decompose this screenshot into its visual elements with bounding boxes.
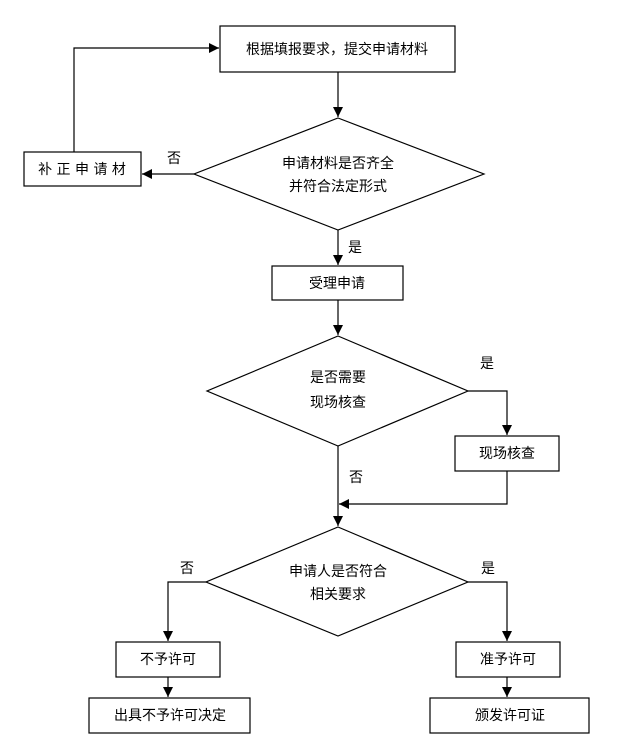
edge-label-qualify-yes: 是 [481, 561, 495, 577]
edge-supplement-loop [73, 43, 219, 152]
materials-decision-line2: 并符合法定形式 [289, 179, 387, 195]
edge-label-qualify-no: 否 [180, 561, 194, 577]
edge-qualify-yes [468, 581, 512, 641]
edge-inspection-yes [468, 390, 512, 435]
inspection-decision [205, 335, 470, 447]
deny-decision-label: 出具不予许可决定 [114, 708, 226, 724]
edge-inspection-return [339, 471, 508, 509]
edge-label-materials-no: 否 [167, 151, 181, 167]
qualify-decision-line1: 申请人是否符合 [289, 564, 387, 580]
approve-label: 准予许可 [480, 652, 536, 668]
submit-label: 根据填报要求，提交申请材料 [246, 41, 428, 58]
edge-label-inspection-yes: 是 [480, 356, 494, 372]
approve-box [455, 641, 561, 678]
supplement-box [23, 151, 142, 187]
inspection-label: 现场核查 [479, 446, 535, 462]
issue-label: 颁发许可证 [475, 708, 545, 724]
deny-label: 不予许可 [140, 652, 196, 668]
edge-label-inspection-no: 否 [349, 470, 363, 486]
inspection-decision-line1: 是否需要 [310, 370, 366, 386]
qualify-decision-line2: 相关要求 [310, 587, 366, 603]
inspection-decision-line2: 现场核查 [310, 395, 366, 411]
materials-decision [192, 117, 486, 231]
materials-decision-line1: 申请材料是否齐全 [282, 155, 394, 172]
supplement-label: 补 正 申 请 材 [38, 162, 126, 178]
accept-label: 受理申请 [309, 276, 365, 292]
issue-box [429, 697, 590, 734]
edge-qualify-no [163, 581, 206, 641]
qualify-decision [204, 526, 470, 637]
deny-decision-box [88, 697, 251, 734]
edge-label-materials-yes: 是 [348, 240, 362, 256]
